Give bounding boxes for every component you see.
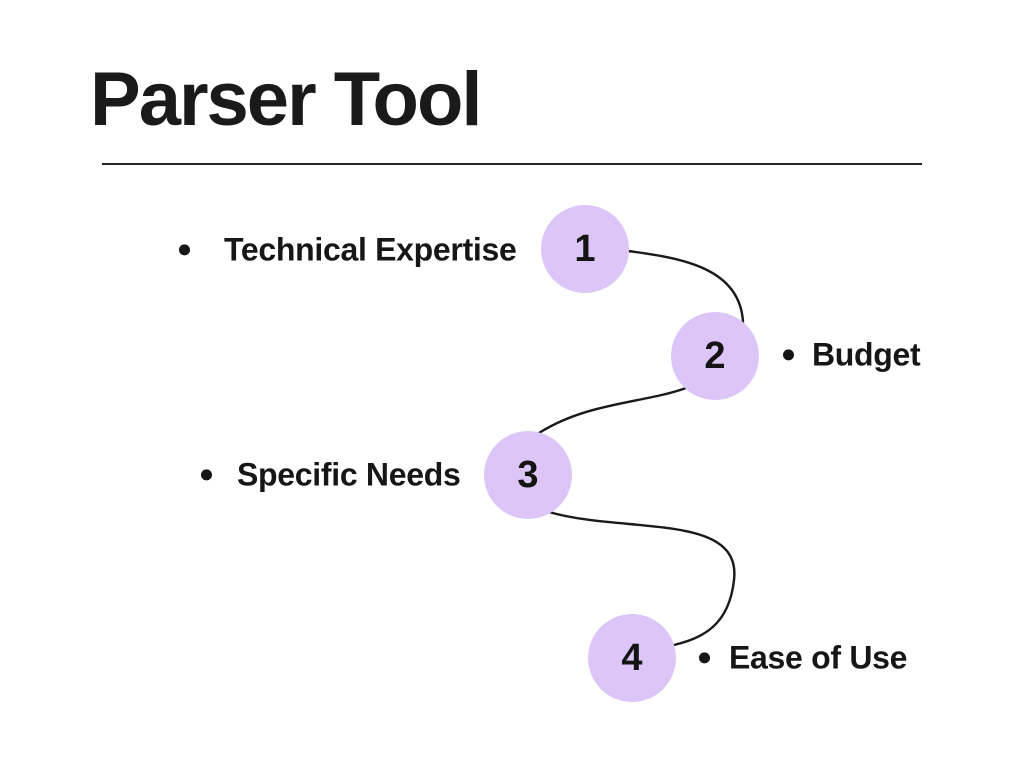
bullet-icon — [783, 349, 794, 361]
title-underline — [102, 163, 922, 165]
connector-curve-2-3 — [537, 386, 688, 435]
connector-curve-1-2 — [626, 249, 745, 324]
step-number-4: 4 — [621, 637, 643, 679]
step-label-item-1: Technical Expertise — [179, 232, 517, 267]
step-circle-1: 1 — [541, 205, 629, 293]
bullet-icon — [201, 469, 212, 481]
step-label-item-2: Budget — [783, 336, 921, 373]
step-label: Technical Expertise — [224, 231, 517, 268]
step-circle-2: 2 — [671, 312, 759, 400]
bullet-icon — [179, 244, 190, 256]
step-label: Budget — [812, 336, 921, 373]
step-number-1: 1 — [574, 228, 596, 270]
page-title: Parser Tool — [90, 57, 483, 142]
step-circle-4: 4 — [588, 614, 676, 702]
step-label-item-3: Specific Needs — [201, 456, 461, 493]
step-number-3: 3 — [517, 454, 539, 496]
step-label-item-4: Ease of Use — [699, 640, 907, 675]
step-number-2: 2 — [704, 335, 726, 377]
step-circle-3: 3 — [484, 431, 572, 519]
step-label: Specific Needs — [237, 456, 461, 493]
step-label: Ease of Use — [729, 639, 908, 676]
bullet-icon — [699, 652, 710, 664]
